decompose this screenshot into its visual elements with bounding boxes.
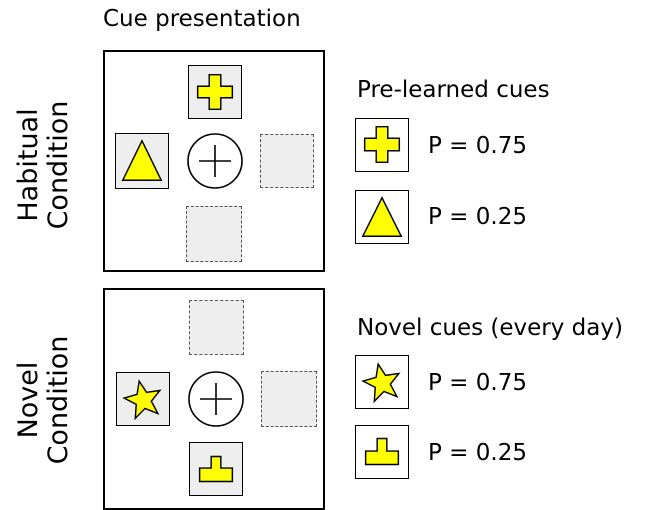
novel-left-slot bbox=[116, 372, 170, 426]
habitual-right-slot bbox=[260, 134, 314, 188]
novel-star-key bbox=[355, 355, 409, 409]
fixation-cross-icon bbox=[187, 133, 243, 189]
habitual-condition-label: Habitual Condition bbox=[13, 90, 74, 240]
pre-learned-heading: Pre-learned cues bbox=[357, 77, 550, 103]
novel-t-shape-key bbox=[355, 425, 409, 479]
plus-icon bbox=[196, 73, 234, 111]
novel-top-slot bbox=[189, 300, 244, 355]
habitual-top-slot bbox=[188, 65, 242, 119]
novel-cue-panel bbox=[103, 288, 325, 510]
star-icon bbox=[122, 379, 162, 421]
figure-title: Cue presentation bbox=[103, 6, 301, 32]
novel-t-shape-prob: P = 0.25 bbox=[428, 440, 527, 466]
habitual-label-line2: Condition bbox=[43, 100, 74, 230]
triangle-icon bbox=[121, 139, 163, 181]
t-shape-icon bbox=[198, 455, 234, 483]
novel-bottom-slot bbox=[189, 442, 243, 496]
triangle-icon bbox=[361, 196, 403, 237]
novel-right-slot bbox=[261, 371, 317, 427]
t-shape-icon bbox=[364, 437, 400, 466]
pre-learned-triangle-prob: P = 0.25 bbox=[428, 204, 527, 230]
star-icon bbox=[361, 362, 401, 404]
pre-learned-plus-key bbox=[355, 118, 409, 172]
pre-learned-triangle-key bbox=[355, 190, 409, 244]
habitual-cue-panel bbox=[103, 50, 325, 272]
novel-label-line2: Condition bbox=[43, 335, 74, 465]
novel-cues-heading: Novel cues (every day) bbox=[357, 315, 623, 341]
fixation-cross-icon bbox=[188, 371, 244, 427]
novel-condition-label: Novel Condition bbox=[13, 325, 74, 475]
novel-label-line1: Novel bbox=[13, 361, 44, 439]
plus-icon bbox=[363, 125, 401, 164]
novel-star-prob: P = 0.75 bbox=[428, 370, 527, 396]
pre-learned-plus-prob: P = 0.75 bbox=[428, 133, 527, 159]
habitual-bottom-slot bbox=[186, 206, 242, 262]
habitual-left-slot bbox=[115, 133, 169, 189]
habitual-label-line1: Habitual bbox=[13, 108, 44, 222]
